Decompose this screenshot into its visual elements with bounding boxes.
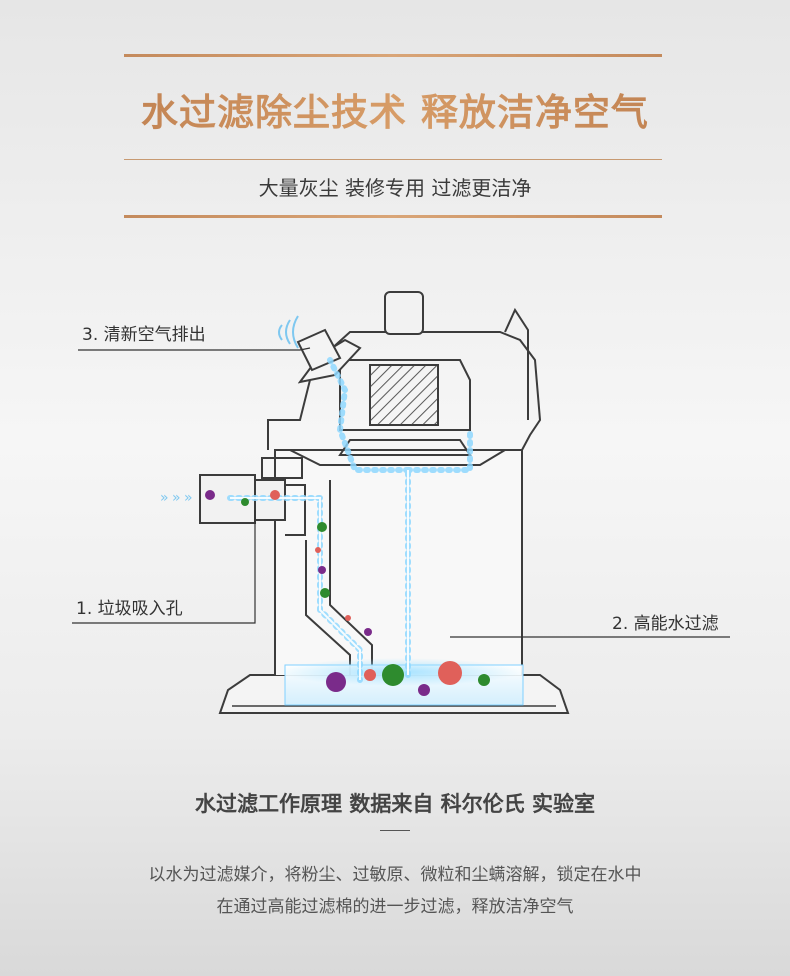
svg-text:»: » [160, 490, 169, 506]
header-top-rule [124, 54, 662, 57]
germ-particles [205, 490, 490, 696]
vacuum-diagram: »»» 3. 清新 [0, 270, 790, 730]
svg-text:»: » [184, 490, 193, 506]
page-subtitle: 大量灰尘 装修专用 过滤更洁净 [258, 176, 532, 200]
callout-exhaust: 3. 清新空气排出 [82, 325, 206, 345]
callout-lines [72, 347, 730, 638]
page-title: 水过滤除尘技术 释放洁净空气 [0, 82, 790, 136]
principle-line-1: 以水为过滤媒介，将粉尘、过敏原、微粒和尘螨溶解，锁定在水中 [148, 865, 642, 885]
header-bottom-rule [124, 215, 662, 218]
header-mid-rule [124, 159, 662, 160]
principle-divider [380, 830, 410, 831]
principle-title: 水过滤工作原理 数据来自 科尔伦氏 实验室 [195, 792, 595, 816]
vacuum-illustration: »»» [72, 291, 730, 714]
intake-arrows: »»» [160, 490, 193, 506]
callout-filter: 2. 高能水过滤 [612, 614, 719, 634]
exhaust-waves [278, 315, 299, 349]
svg-text:»: » [172, 490, 181, 506]
principle-line-2: 在通过高能过滤棉的进一步过滤，释放洁净空气 [216, 897, 574, 917]
callout-intake: 1. 垃圾吸入孔 [76, 599, 183, 619]
